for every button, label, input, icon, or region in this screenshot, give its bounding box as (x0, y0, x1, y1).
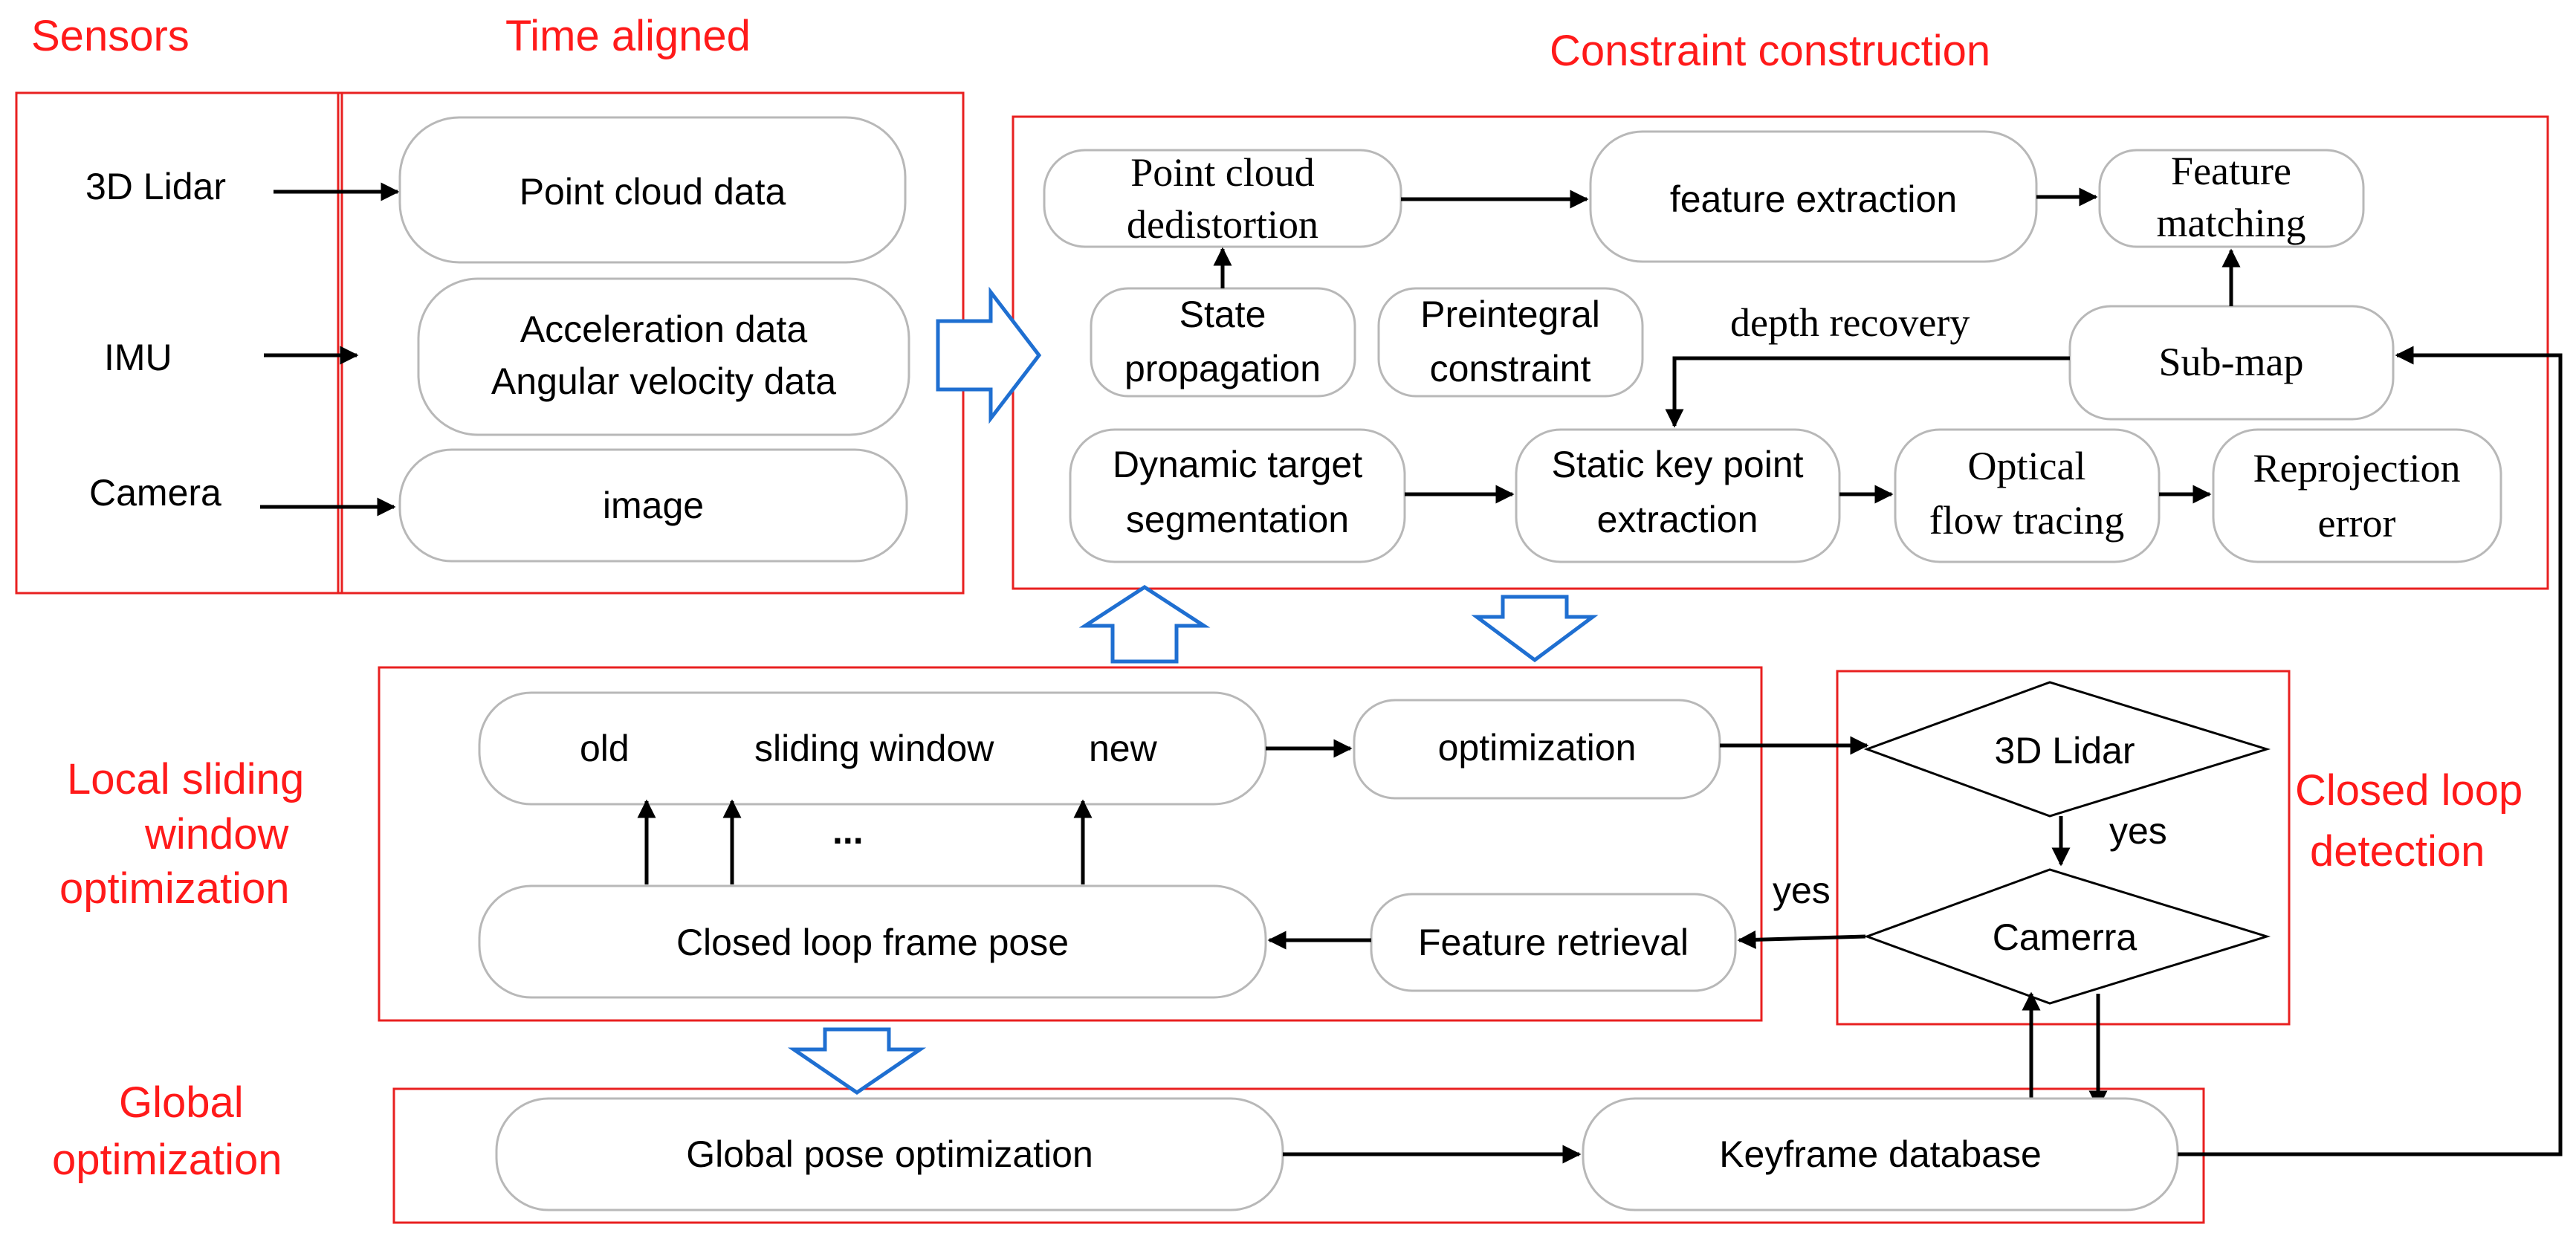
node-feature-retrieval (1370, 893, 1737, 992)
label-ellipsis: ... (832, 810, 864, 852)
section-title-closed-loop-1: Closed loop (2295, 766, 2522, 815)
frame-closed-loop (1836, 670, 2291, 1026)
node-feature-matching (2098, 149, 2365, 248)
section-title-global-1: Global (119, 1078, 244, 1127)
node-keyframe-label: Keyframe database (1719, 1133, 2042, 1175)
node-feature-matching-l1: Feature (2171, 149, 2291, 193)
sensor-camera: Camera (89, 472, 221, 514)
section-title-local-2: window (144, 810, 290, 858)
node-reprojection-l1: Reprojection (2253, 446, 2461, 491)
section-title-local-3: optimization (59, 864, 289, 913)
label-yes-right: yes (2109, 810, 2167, 852)
node-feature-retrieval-label: Feature retrieval (1418, 922, 1689, 963)
node-dedistortion-l2: dedistortion (1127, 202, 1318, 247)
section-title-local-1: Local sliding (67, 755, 304, 803)
arrow-keyframe-to-submap (2178, 346, 2563, 1156)
node-angular-label: Angular velocity data (491, 360, 836, 402)
label-new: new (1089, 728, 1158, 769)
node-submap-label: Sub-map (2159, 340, 2304, 384)
node-state-propagation-l2: propagation (1124, 348, 1321, 389)
section-title-closed-loop-2: detection (2310, 827, 2485, 876)
node-reprojection (2212, 428, 2502, 563)
decision-lidar (1863, 681, 2271, 818)
node-static-l1: Static key point (1551, 444, 1803, 485)
node-accel-label: Acceleration data (520, 308, 808, 350)
node-feature-matching-l2: matching (2157, 201, 2306, 245)
sensor-lidar: 3D Lidar (85, 166, 226, 207)
node-closed-loop-pose-label: Closed loop frame pose (676, 922, 1069, 963)
decision-camera (1863, 868, 2271, 1005)
node-optimization (1353, 699, 1721, 800)
decision-camera-label: Camerra (1993, 916, 2138, 958)
node-optical-l2: flow tracing (1929, 498, 2124, 543)
node-image-label: image (603, 485, 704, 526)
label-depth-recovery: depth recovery (1730, 300, 1970, 345)
section-title-time-aligned: Time aligned (505, 12, 751, 60)
hollow-arrow-down-global (787, 1027, 927, 1096)
label-sliding-window: sliding window (754, 728, 994, 769)
hollow-arrow-down (1471, 595, 1599, 663)
arrow-camera-to-retrieval (1737, 930, 1866, 949)
frame-sensors (15, 91, 343, 595)
label-old: old (580, 728, 630, 769)
node-point-cloud-data-label: Point cloud data (520, 171, 786, 213)
node-reprojection-l2: error (2318, 501, 2396, 546)
section-title-sensors: Sensors (31, 12, 190, 60)
frame-local (378, 666, 1763, 1022)
label-yes-left: yes (1773, 870, 1831, 911)
node-preintegral (1377, 287, 1644, 398)
node-optical-l1: Optical (1968, 444, 2086, 488)
section-title-constraint: Constraint construction (1550, 27, 1990, 75)
node-global-pose-label: Global pose optimization (686, 1133, 1093, 1175)
node-dedistortion-l1: Point cloud (1130, 150, 1315, 195)
node-dynamic-l1: Dynamic target (1113, 444, 1362, 485)
node-dynamic-l2: segmentation (1126, 499, 1349, 540)
hollow-arrow-right (936, 286, 1042, 424)
node-state-propagation-l1: State (1179, 294, 1266, 335)
hollow-arrow-up (1078, 585, 1211, 664)
node-optimization-label: optimization (1438, 727, 1637, 769)
node-feature-extraction-label: feature extraction (1670, 178, 1957, 220)
sensor-imu: IMU (104, 337, 172, 378)
node-preintegral-l2: constraint (1430, 348, 1591, 389)
node-image (398, 448, 908, 563)
node-closed-loop-pose (478, 884, 1267, 999)
arrow-submap-to-static (1665, 356, 2070, 428)
node-static-l2: extraction (1597, 499, 1758, 540)
node-imu-data (417, 277, 910, 436)
node-point-cloud-data (398, 116, 907, 264)
decision-lidar-label: 3D Lidar (1995, 730, 2135, 771)
node-preintegral-l1: Preintegral (1420, 294, 1600, 335)
section-title-global-2: optimization (52, 1136, 282, 1184)
